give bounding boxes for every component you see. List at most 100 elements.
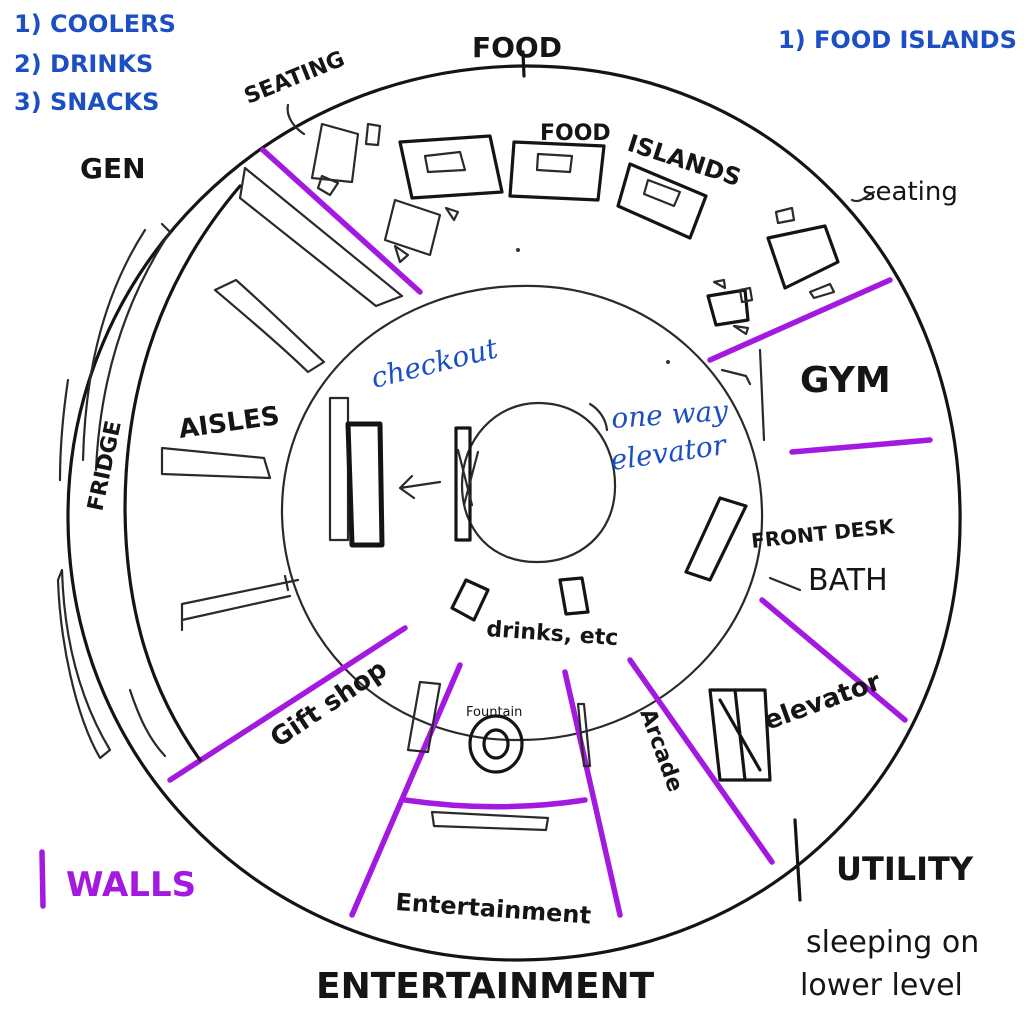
fridge-units	[56, 184, 242, 762]
drinks-cooler	[558, 576, 590, 616]
top-tick-mark	[521, 50, 526, 78]
fridge-inner-wall	[123, 184, 242, 762]
seating-chair	[808, 282, 836, 300]
seating-right-label: seating	[862, 177, 958, 207]
elevator-core-label: elevator	[608, 428, 729, 477]
food-island	[398, 134, 504, 200]
gym-wall-line	[758, 348, 766, 442]
sleeping-label-line1: sleeping on	[806, 925, 979, 960]
utility-divider	[793, 818, 802, 902]
fridge-unit	[94, 222, 172, 472]
food-island	[508, 140, 606, 202]
outer-ring	[66, 64, 962, 962]
checkout-back	[328, 396, 350, 542]
front-desk-label: FRONT DESK	[750, 514, 897, 553]
inner-core-ring	[460, 401, 617, 564]
seating-chair	[712, 278, 727, 290]
food-islands	[398, 134, 708, 240]
seating-chair	[444, 206, 460, 222]
aisles-label: AISLES	[177, 401, 282, 445]
elevator-label: elevator	[760, 667, 885, 737]
seating-chair	[732, 324, 750, 336]
seating-chair	[316, 174, 340, 197]
walls-legend: WALLS	[39, 849, 196, 909]
blue-notes: 1) COOLERS 2) DRINKS 3) SNACKS 1) FOOD I…	[14, 10, 1017, 116]
food-seating-right	[706, 206, 840, 336]
note-drinks: 2) DRINKS	[14, 50, 153, 78]
fridge-unit	[81, 228, 147, 462]
gym-door	[720, 368, 752, 386]
note-food-islands: 1) FOOD ISLANDS	[778, 26, 1017, 54]
food-islands-label-1: FOOD	[540, 121, 611, 146]
aisle-shelf	[238, 166, 404, 308]
note-snacks: 3) SNACKS	[14, 88, 159, 116]
walls	[167, 147, 933, 918]
sleeping-label-line2: lower level	[800, 968, 963, 1003]
checkout-desk	[345, 421, 385, 548]
seating-pointer-line	[286, 103, 306, 136]
wall-arcade	[627, 657, 775, 865]
wall-seating-top	[260, 147, 423, 295]
seating-chair	[393, 244, 410, 264]
drinks-label: drinks, etc	[486, 617, 619, 651]
section-utility-label: UTILITY	[836, 850, 974, 888]
food-islands-label-2: ISLANDS	[624, 129, 744, 192]
wall-gym-bottom	[789, 437, 933, 455]
center-tick-marks	[516, 248, 670, 364]
food-seating-top	[310, 122, 460, 264]
seating-chair	[364, 122, 382, 147]
note-coolers: 1) COOLERS	[14, 10, 176, 38]
seating-table	[310, 122, 360, 184]
bath-door	[768, 576, 802, 592]
one-way-label: one way	[610, 394, 730, 435]
section-gen-label: GEN	[80, 152, 146, 185]
wall-fountain	[402, 797, 588, 810]
wall-gym-top	[707, 277, 893, 363]
seating-table	[383, 198, 442, 257]
seating-pointer-line	[850, 190, 876, 203]
fountain-label: Fountain	[466, 705, 522, 720]
gym-label: GYM	[800, 360, 891, 401]
seating-chair	[738, 286, 754, 304]
wall-bath	[759, 597, 908, 723]
checkout-counter	[328, 396, 385, 548]
gym-room	[720, 348, 766, 442]
seating-chair	[774, 206, 796, 225]
fridge-unit	[128, 688, 167, 758]
food-island-counter	[535, 152, 574, 174]
wall-entertainment-right	[562, 669, 623, 918]
fridge-unit	[56, 568, 112, 760]
arcade-label: Arcade	[634, 706, 687, 796]
section-food-label: FOOD	[472, 31, 562, 64]
aisle-shelf	[160, 446, 272, 480]
seating-table	[706, 288, 750, 327]
fridge-unit	[58, 378, 70, 482]
section-entertainment-label: ENTERTAINMENT	[316, 966, 655, 1007]
fountain	[468, 714, 524, 774]
front-desk	[684, 496, 748, 582]
one-way-elevator-box	[454, 426, 480, 542]
bath-room	[768, 576, 802, 592]
aisle-shelf	[180, 574, 300, 632]
wall-gift-shop	[167, 625, 408, 783]
seating-top-label: SEATING	[241, 47, 349, 110]
checkout-label: checkout	[368, 331, 502, 394]
elevator-pointer	[588, 402, 609, 432]
middle-ring	[280, 284, 764, 742]
aisle-shelf	[213, 278, 326, 374]
seating-table	[766, 224, 840, 290]
walls-legend-swatch	[39, 849, 46, 909]
entertainment-panel	[576, 702, 592, 768]
bath-label: BATH	[808, 563, 888, 598]
fridge-label: FRIDGE	[83, 419, 126, 514]
wall-entertainment-left	[349, 662, 463, 918]
elevator-box	[708, 688, 772, 782]
drinks-cooler	[450, 578, 490, 622]
food-island	[616, 162, 708, 240]
entertainment-inner-label: Entertainment	[395, 888, 592, 930]
entertainment-stage	[430, 810, 550, 832]
entertainment-panel	[406, 680, 442, 754]
drinks-coolers	[450, 576, 590, 622]
